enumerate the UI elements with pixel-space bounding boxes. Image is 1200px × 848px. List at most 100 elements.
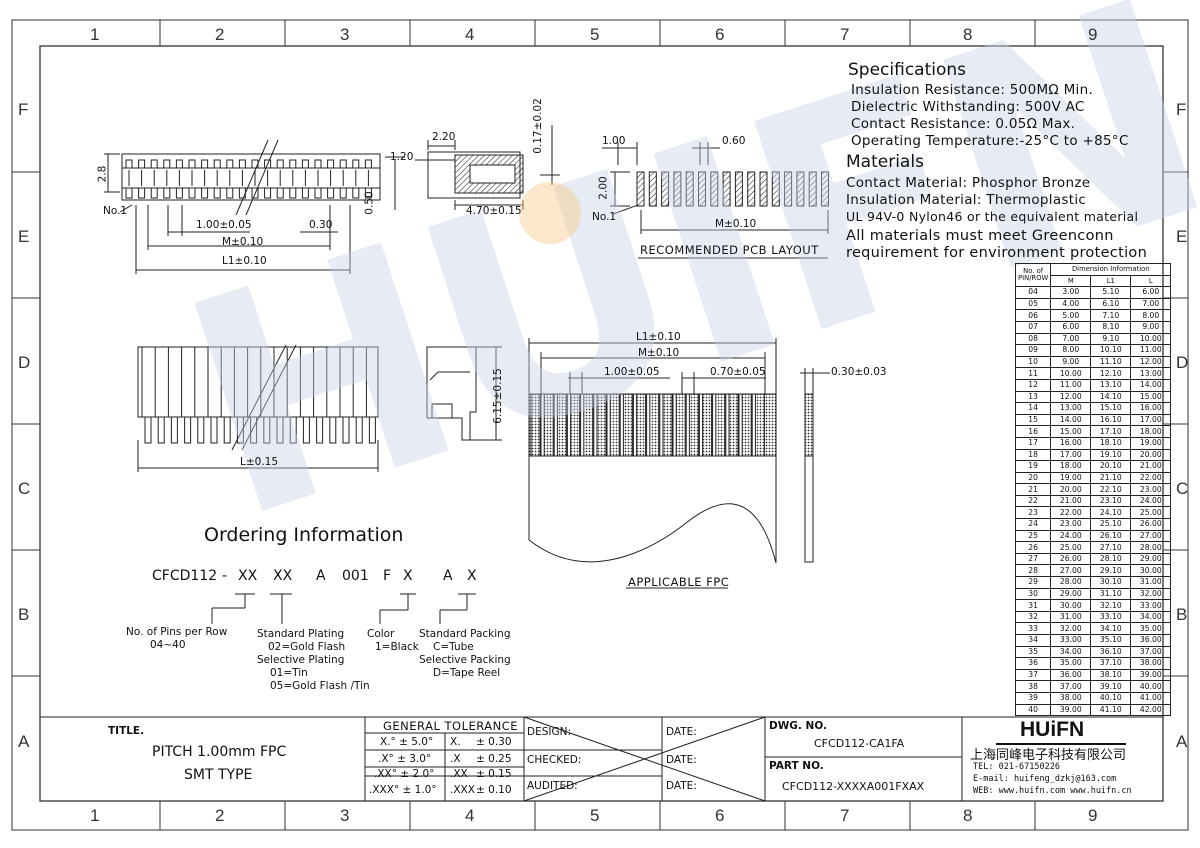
- note-packing: Standard Packing: [419, 628, 511, 640]
- spec-line: Contact Resistance: 0.05Ω Max.: [851, 116, 1076, 132]
- pcb-pad: [673, 171, 682, 207]
- table-cell: 21: [1014, 483, 1052, 496]
- table-cell: 5.00: [1050, 309, 1092, 322]
- front-tooth: [289, 416, 297, 444]
- pcb-pad: [685, 171, 694, 207]
- table-cell: 8.10: [1090, 320, 1132, 334]
- date-label: DATE:: [666, 726, 697, 738]
- table-cell: 13: [1014, 390, 1052, 404]
- spec-line: Dielectric Withstanding: 500V AC: [851, 99, 1085, 115]
- front-tooth: [210, 416, 218, 444]
- fpc-finger: [702, 393, 713, 457]
- table-cell: 18.00: [1050, 460, 1092, 473]
- dim-m: M±0.10: [222, 236, 264, 248]
- fpc-dim-m: M±0.10: [638, 347, 680, 359]
- table-cell: 24.00: [1050, 529, 1092, 543]
- table-cell: 25.10: [1090, 518, 1132, 531]
- material-line: All materials must meet Greenconn: [846, 228, 1114, 244]
- table-cell: 23.10: [1090, 494, 1132, 508]
- grid-column-label: 1: [90, 25, 100, 44]
- table-cell: 15: [1014, 413, 1052, 427]
- tol-angle: .X° ± 3.0°: [378, 753, 432, 765]
- top-pin-lower: [175, 187, 183, 199]
- top-pin-lower: [150, 187, 158, 199]
- table-cell: 7.00: [1050, 332, 1092, 346]
- table-cell: 28.10: [1090, 552, 1132, 566]
- grid-row-label: B: [1176, 605, 1188, 624]
- table-cell: 42.00: [1130, 703, 1172, 717]
- tol-linear-val: ± 0.10: [476, 784, 512, 796]
- tol-angle: .XX° ± 2.0°: [374, 768, 435, 780]
- table-cell: 39.00: [1050, 703, 1092, 717]
- table-cell: 37: [1014, 668, 1052, 682]
- table-cell: 15.10: [1090, 402, 1132, 415]
- fpc-finger: [609, 393, 620, 457]
- top-pin-upper: [352, 159, 360, 169]
- table-cell: 20.10: [1090, 460, 1132, 473]
- front-view-drawing: [137, 344, 379, 472]
- fpc-finger: [715, 393, 726, 457]
- front-tooth: [170, 416, 178, 444]
- grid-row-label: F: [1176, 100, 1187, 119]
- front-tooth: [355, 416, 363, 444]
- tol-linear-key: .XX: [450, 768, 468, 780]
- grid-column-label: 9: [1088, 806, 1098, 825]
- table-cell: 22: [1014, 494, 1052, 508]
- table-cell: 6.00: [1050, 320, 1092, 334]
- table-cell: 41.10: [1090, 703, 1132, 717]
- table-cell: 27.00: [1050, 564, 1092, 578]
- front-tooth: [329, 416, 337, 444]
- table-cell: 22.00: [1130, 471, 1172, 485]
- fpc-dim-w: 0.70±0.05: [710, 366, 766, 378]
- table-cell: 37.00: [1130, 645, 1172, 659]
- ordering-code-7: X: [403, 568, 413, 584]
- table-cell: 7.10: [1090, 309, 1132, 322]
- table-cell: 23.00: [1130, 483, 1172, 496]
- table-cell: 30: [1014, 587, 1052, 601]
- grid-column-label: 2: [215, 806, 225, 825]
- top-pin-upper: [150, 159, 158, 169]
- specifications-heading: Specifications: [848, 60, 967, 80]
- table-cell: 21.10: [1090, 471, 1132, 485]
- front-dim-l: L±0.15: [240, 456, 279, 468]
- top-pin-lower: [125, 187, 133, 199]
- date-label: DATE:: [666, 754, 697, 766]
- top-pin-lower: [364, 187, 372, 199]
- table-cell: 14: [1014, 402, 1052, 415]
- top-pin-lower: [352, 187, 360, 199]
- table-cell: 33.00: [1130, 599, 1172, 612]
- side-section-drawing: [415, 125, 560, 210]
- table-cell: 29.00: [1050, 587, 1092, 601]
- table-header-l: L: [1130, 274, 1172, 288]
- table-cell: 30.00: [1050, 599, 1092, 612]
- dim-height: 2.8: [96, 165, 109, 183]
- table-cell: 33: [1014, 622, 1052, 635]
- note-plating: Standard Plating: [257, 628, 345, 640]
- fpc-finger: [649, 393, 660, 457]
- table-cell: 13.10: [1090, 378, 1132, 392]
- grid-row-label: F: [18, 100, 29, 119]
- table-cell: 9.00: [1050, 355, 1092, 369]
- pcb-layout-drawing: [602, 142, 829, 259]
- table-cell: 23.00: [1050, 518, 1092, 531]
- grid-column-label: 2: [215, 25, 225, 44]
- table-cell: 8.00: [1050, 344, 1092, 357]
- table-cell: 39.00: [1130, 668, 1172, 682]
- table-cell: 17.00: [1050, 448, 1092, 462]
- title-label: TITLE.: [108, 725, 145, 737]
- grid-row-label: D: [1176, 353, 1189, 372]
- pcb-dim-h: 2.00: [597, 176, 610, 200]
- table-cell: 19.00: [1130, 436, 1172, 450]
- table-cell: 19.10: [1090, 448, 1132, 462]
- table-cell: 24.00: [1130, 494, 1172, 508]
- top-pin-lower: [339, 187, 347, 199]
- table-cell: 4.00: [1050, 297, 1092, 311]
- grid-row-label: E: [18, 227, 30, 246]
- table-cell: 31.10: [1090, 587, 1132, 601]
- material-line: Contact Material: Phosphor Bronze: [846, 175, 1091, 191]
- top-pin-lower: [327, 187, 335, 199]
- end-dim-h: 6.15±0.15: [491, 368, 504, 424]
